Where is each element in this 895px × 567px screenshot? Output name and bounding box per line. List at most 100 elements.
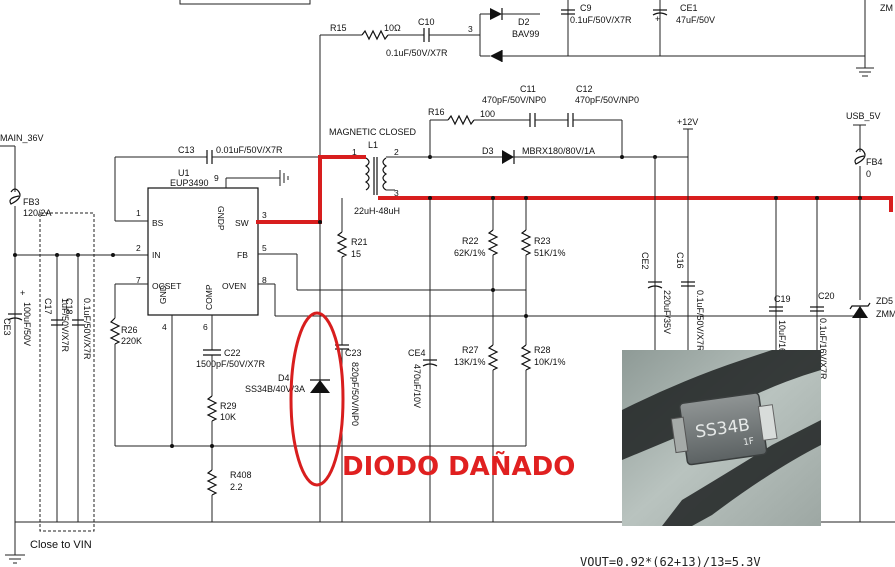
pin-ocset-label: OCSET bbox=[152, 281, 181, 291]
c17-value: 1uF/50V/X7R bbox=[60, 298, 70, 353]
zd5-part: ZMM bbox=[876, 309, 895, 319]
svg-text:3: 3 bbox=[394, 188, 399, 198]
r26-value: 220K bbox=[121, 336, 142, 346]
ce1-value: 47uF/50V bbox=[676, 15, 715, 25]
pin-in-label: IN bbox=[152, 250, 161, 260]
r22-resistor bbox=[487, 229, 499, 256]
svg-text:3: 3 bbox=[468, 24, 473, 34]
red-sw-highlight bbox=[256, 155, 366, 224]
r408-value: 2.2 bbox=[230, 482, 243, 492]
r21-label: R21 bbox=[351, 237, 368, 247]
svg-text:4: 4 bbox=[162, 322, 167, 332]
svg-text:1: 1 bbox=[136, 208, 141, 218]
svg-text:+: + bbox=[655, 14, 660, 24]
d2-diode-upper bbox=[490, 8, 502, 20]
c23-value: 820pF/50V/NP0 bbox=[350, 362, 360, 426]
r23-resistor bbox=[520, 229, 532, 256]
c16-value: 0.1uF/50V/X7R bbox=[695, 290, 705, 352]
close-to-vin-label: Close to VIN bbox=[30, 539, 92, 551]
c12-value: 470pF/50V/NP0 bbox=[575, 95, 639, 105]
d2-part: BAV99 bbox=[512, 29, 539, 39]
u1-part: EUP3490 bbox=[170, 178, 209, 188]
v12-label: +12V bbox=[677, 117, 698, 127]
r21-value: 15 bbox=[351, 249, 361, 259]
tweezers-lower bbox=[662, 420, 821, 526]
r408-label: R408 bbox=[230, 470, 252, 480]
c19-label: C19 bbox=[774, 294, 791, 304]
d3-part: MBRX180/80V/1A bbox=[522, 146, 595, 156]
ce4-label: CE4 bbox=[408, 348, 426, 358]
c11-label: C11 bbox=[520, 84, 536, 94]
r29-value: 10K bbox=[220, 412, 236, 422]
u1-label: U1 bbox=[178, 168, 190, 178]
r15-resistor bbox=[361, 29, 389, 41]
fb3-label: FB3 bbox=[23, 197, 40, 207]
svg-text:2: 2 bbox=[394, 147, 399, 157]
c11-value: 470pF/50V/NP0 bbox=[482, 95, 546, 105]
vout-formula: VOUT=0.92*(62+13)/13=5.3V bbox=[580, 555, 761, 567]
svg-text:5: 5 bbox=[262, 243, 267, 253]
u1-ic-body bbox=[147, 187, 259, 316]
usb5v-label: USB_5V bbox=[846, 111, 881, 121]
r16-resistor bbox=[447, 114, 475, 126]
r16-label: R16 bbox=[428, 107, 445, 117]
close-to-vin-box bbox=[39, 212, 95, 532]
c13-label: C13 bbox=[178, 145, 195, 155]
fb3-ferrite-bead bbox=[9, 188, 21, 205]
c22-label: C22 bbox=[224, 348, 241, 358]
c19-value: 10uF/16V bbox=[777, 320, 787, 359]
c10-value: 0.1uF/50V/X7R bbox=[386, 48, 448, 58]
r27-label: R27 bbox=[462, 345, 479, 355]
zd5-zener-diode bbox=[852, 306, 868, 318]
r23-value: 51K/1% bbox=[534, 248, 566, 258]
c20-label: C20 bbox=[818, 291, 835, 301]
zm-top-label: ZM bbox=[880, 3, 893, 13]
svg-text:7: 7 bbox=[136, 275, 141, 285]
ce1-label: CE1 bbox=[680, 3, 698, 13]
c18-value: 0.1uF/50V/X7R bbox=[82, 298, 92, 360]
d4-schottky-diode bbox=[310, 380, 330, 393]
diode-lead-left bbox=[670, 416, 689, 454]
d2-label: D2 bbox=[518, 17, 530, 27]
damaged-diode-title: DIODO DAÑADO bbox=[342, 450, 575, 482]
ce2-label: CE2 bbox=[640, 252, 650, 270]
ce3-label: CE3 bbox=[2, 318, 12, 336]
ce2-value: 220uF/35V bbox=[662, 290, 672, 334]
svg-text:+: + bbox=[20, 288, 25, 298]
c12-label: C12 bbox=[576, 84, 593, 94]
c23-label: C23 bbox=[345, 348, 362, 358]
pin-fb-label: FB bbox=[237, 250, 248, 260]
d2-diode-lower bbox=[490, 50, 502, 62]
l1-secondary-winding bbox=[382, 157, 388, 191]
photo-marking-sub: 1F bbox=[743, 437, 755, 448]
r23-label: R23 bbox=[534, 236, 551, 246]
c10-label: C10 bbox=[418, 17, 435, 27]
r29-label: R29 bbox=[220, 401, 237, 411]
d4-part: SS34B/40V/3A bbox=[245, 384, 305, 394]
r22-label: R22 bbox=[462, 236, 479, 246]
fb3-value: 120/2A bbox=[23, 208, 52, 218]
r15-label: R15 bbox=[330, 23, 347, 33]
svg-text:9: 9 bbox=[214, 173, 219, 183]
c18-label: C18 bbox=[64, 298, 74, 315]
ce4-value: 470uF/10V bbox=[412, 364, 422, 408]
r28-resistor bbox=[520, 344, 532, 371]
r16-value: 100 bbox=[480, 109, 495, 119]
pin-oven-label: OVEN bbox=[222, 281, 246, 291]
d3-diode bbox=[502, 150, 514, 164]
svg-text:1: 1 bbox=[352, 147, 357, 157]
svg-text:6: 6 bbox=[203, 322, 208, 332]
svg-text:3: 3 bbox=[262, 210, 267, 220]
diode-lead-right bbox=[757, 404, 778, 441]
pin-bs-label: BS bbox=[152, 218, 164, 228]
l1-label: L1 bbox=[368, 140, 378, 150]
r15-value: 10Ω bbox=[384, 23, 401, 33]
r26-label: R26 bbox=[121, 325, 138, 335]
l1-value: 22uH-48uH bbox=[354, 206, 400, 216]
zd5-label: ZD5 bbox=[876, 296, 893, 306]
r21-resistor bbox=[336, 231, 348, 258]
fb4-label: FB4 bbox=[866, 157, 883, 167]
main-36v-label: MAIN_36V bbox=[0, 133, 44, 143]
l1-primary-winding bbox=[364, 157, 370, 191]
